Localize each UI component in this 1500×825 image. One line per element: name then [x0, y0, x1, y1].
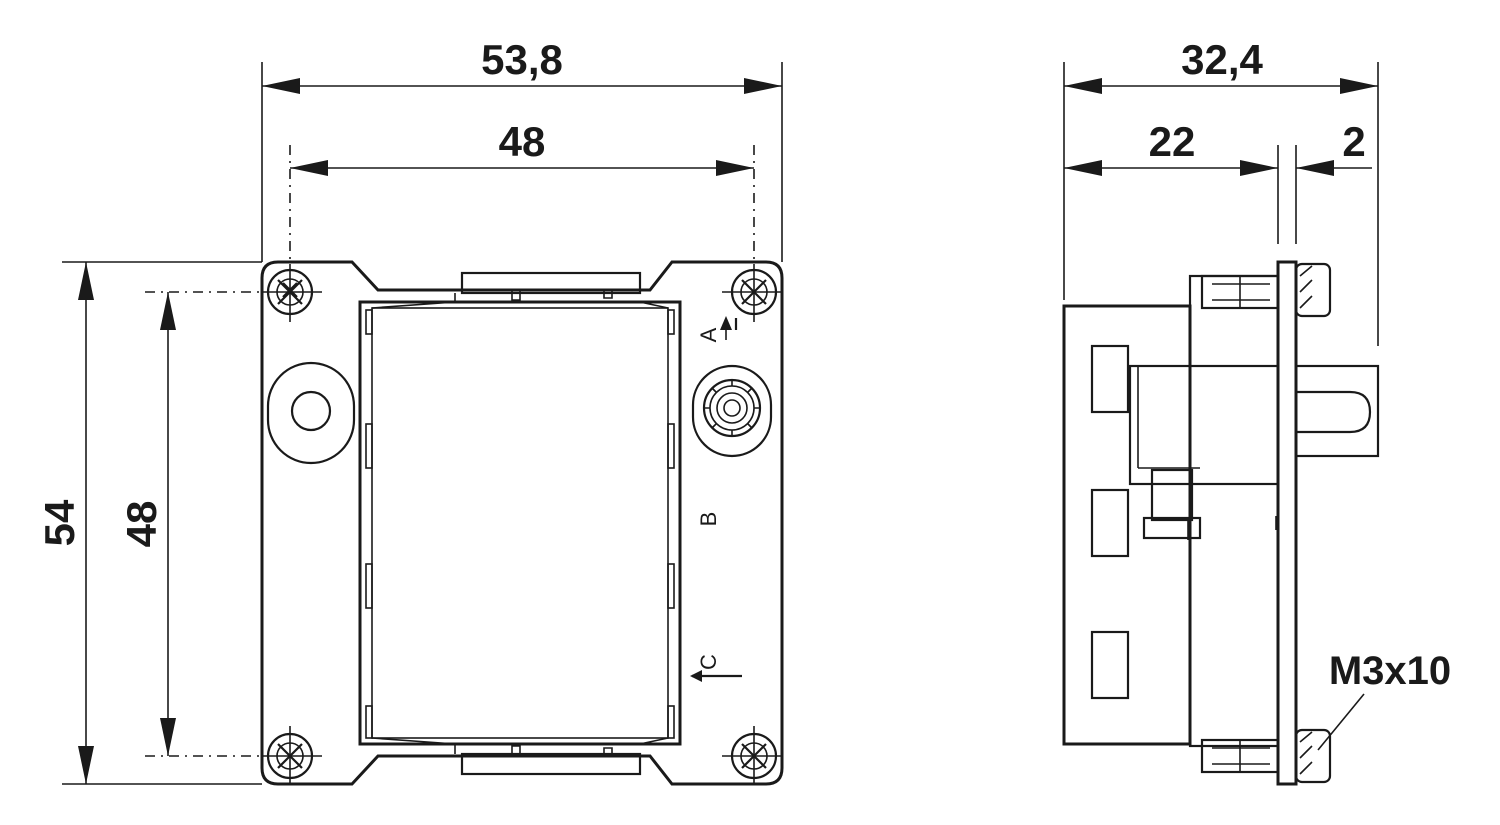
screw-top-right [722, 264, 782, 322]
top-latch-detail [454, 290, 613, 302]
callout-leader [1317, 693, 1365, 751]
insert-opening [358, 300, 682, 746]
screw-bottom-right [722, 726, 782, 784]
flange-plate [1276, 260, 1298, 786]
dimension-hole-spacing-height: 48 [118, 292, 176, 756]
screw-top-left [262, 264, 322, 322]
screw-bottom-left [262, 726, 322, 784]
side-coding-pin [1294, 364, 1380, 458]
dim-label-2: 2 [1342, 118, 1365, 165]
bottom-latch-tab [460, 752, 642, 776]
mounting-plate-outline [260, 260, 784, 786]
insert-opening-inner [371, 307, 669, 739]
dimension-flange-thickness: 2 [1296, 118, 1372, 176]
side-window-2 [1090, 488, 1130, 558]
side-internal-block [1128, 364, 1280, 540]
guide-notches-left [365, 309, 373, 739]
marking-a: A [696, 316, 738, 342]
side-view: 32,4 22 2 [1062, 36, 1451, 786]
front-view: 53,8 48 54 48 [36, 36, 784, 786]
marking-b-label: B [696, 512, 721, 527]
dim-label-53-8: 53,8 [481, 36, 563, 83]
dim-label-22: 22 [1149, 118, 1196, 165]
left-bushing [266, 361, 356, 465]
marking-c: C [690, 654, 742, 682]
dimension-overall-width: 53,8 [262, 36, 782, 94]
bottom-latch-detail [454, 744, 613, 756]
top-latch-tab [460, 271, 642, 295]
dim-label-48-vertical: 48 [118, 501, 165, 548]
dimension-overall-depth: 32,4 [1064, 36, 1378, 94]
dim-label-48-horizontal: 48 [499, 118, 546, 165]
side-screw-top [1200, 262, 1332, 318]
side-window-1 [1090, 344, 1130, 414]
dimension-overall-height: 54 [36, 262, 94, 784]
dimension-body-depth: 22 [1064, 118, 1278, 176]
side-screw-bottom [1200, 728, 1332, 784]
screw-callout: M3x10 [1317, 649, 1451, 751]
insert-opening-chamfer [371, 301, 669, 745]
dim-label-32-4: 32,4 [1181, 36, 1263, 83]
dim-label-54: 54 [36, 499, 83, 546]
guide-notches-right [667, 309, 675, 739]
right-coding-pin [691, 364, 773, 458]
marking-a-label: A [696, 327, 721, 342]
marking-c-label: C [696, 654, 721, 670]
screw-callout-label: M3x10 [1329, 649, 1451, 693]
dimension-hole-spacing-width: 48 [290, 118, 754, 176]
side-window-3 [1090, 630, 1130, 700]
housing-neck [1188, 274, 1280, 748]
